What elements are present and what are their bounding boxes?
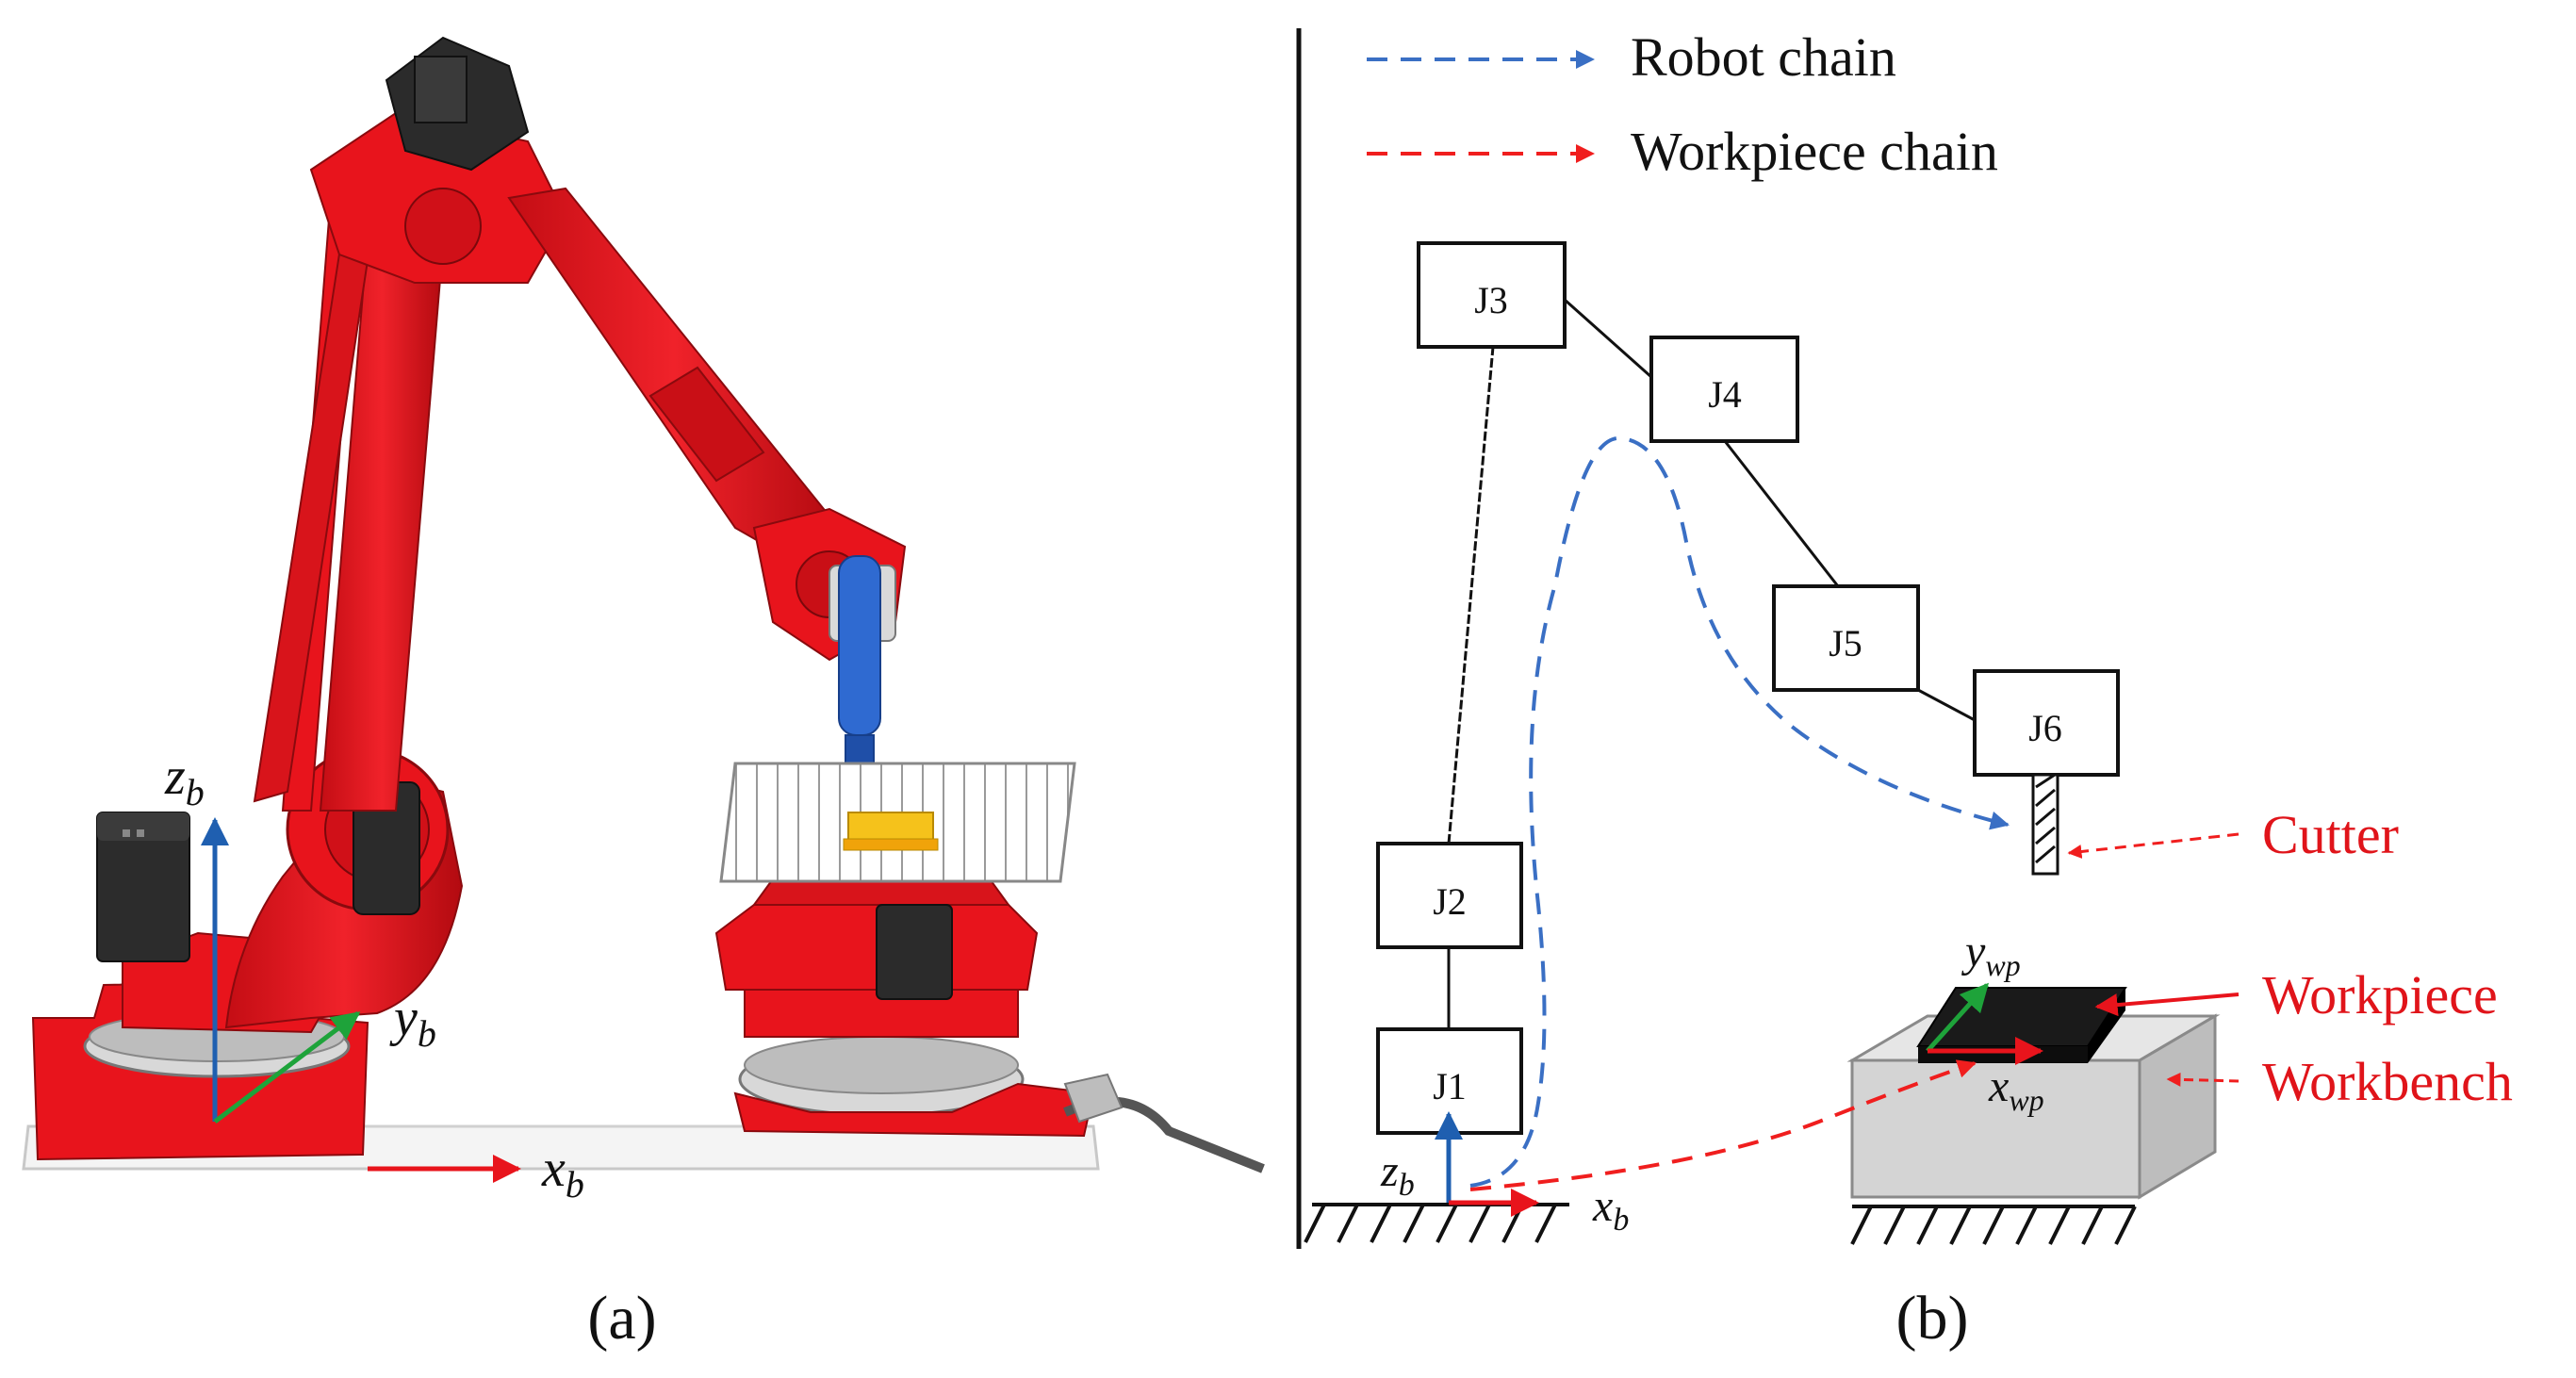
ywp-label: ywp [1961,927,2021,982]
robot-ground-hatch [1304,1204,1557,1243]
ywp-axis-arrow [1926,982,1990,1053]
workpiece-label: Workpiece [2262,964,2498,1025]
yb-label: yb [389,989,436,1055]
joint-j6: J6 [1973,669,2120,777]
workbench-label: Workbench [2262,1051,2513,1112]
cutter-label: Cutter [2262,804,2399,865]
yb-axis-arrow [213,1011,361,1124]
legend-robot-chain-label: Robot chain [1631,26,1896,88]
joint-j5: J5 [1772,584,1920,692]
svg-text:J4: J4 [1708,373,1742,416]
cutter-pointer [2067,832,2240,859]
workpiece-chain-path [1469,1059,1977,1191]
xb-label: xb [541,1140,584,1206]
workbench-ground-hatch [1850,1206,2137,1245]
svg-text:J5: J5 [1829,622,1862,664]
caption-b: (b) [1896,1284,1969,1353]
svg-text:J6: J6 [2028,707,2062,749]
svg-text:J2: J2 [1433,880,1467,923]
xb-label-b: xb [1592,1181,1629,1238]
zb-label-b: zb [1380,1146,1415,1203]
svg-text:J1: J1 [1433,1065,1467,1107]
joint-j3: J3 [1417,241,1567,349]
zb-label: zb [164,747,205,813]
workpiece-pointer [2094,992,2240,1017]
robot-chain-path [1469,435,2010,1188]
joint-j2: J2 [1376,842,1523,949]
panel-a: zb yb xb (a) [22,36,1265,1353]
legend-workpiece-chain-label: Workpiece chain [1631,121,1998,182]
workbench-block [1846,1013,2221,1200]
robot-arm-illustration [31,36,1265,1173]
caption-a: (a) [587,1284,656,1353]
link-j5-j6 [1917,688,1976,722]
xwp-label: xwp [1988,1061,2044,1117]
joint-j4: J4 [1649,336,1799,443]
panel-b: Robot chain Workpiece chain J1 J2 J3 J4 … [1304,26,2513,1353]
svg-text:J3: J3 [1474,279,1508,321]
link-j4-j5 [1723,440,1840,587]
link-j3-j4 [1564,298,1652,379]
workbench-pointer [2166,1072,2240,1087]
link-j2-j3 [1447,346,1495,845]
